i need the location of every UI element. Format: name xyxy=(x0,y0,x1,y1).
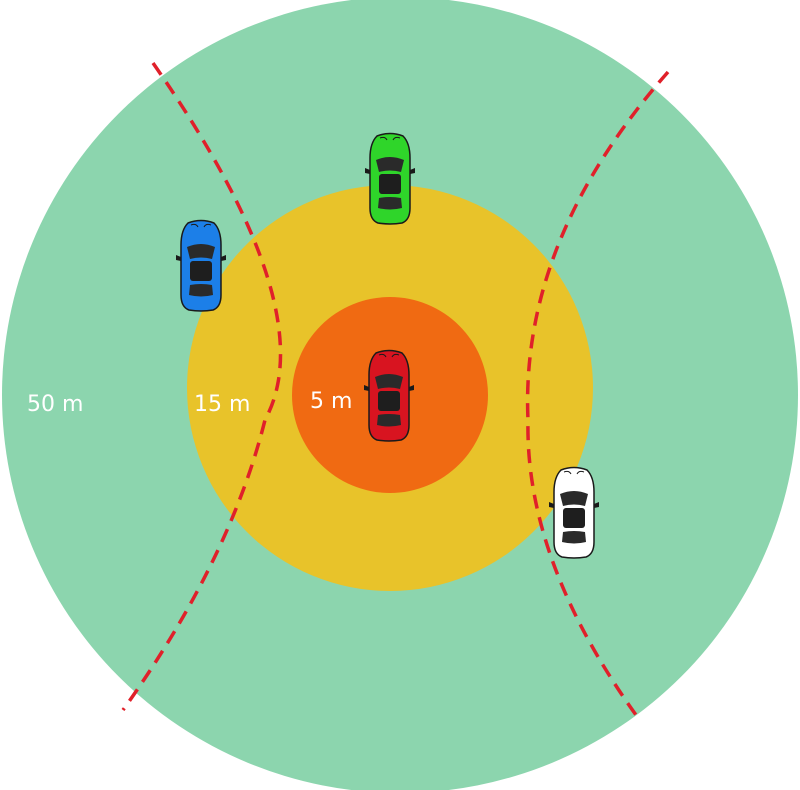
boundary-right xyxy=(525,70,670,717)
label-15m: 15 m xyxy=(194,392,250,417)
label-5m: 5 m xyxy=(310,389,352,414)
car-green-icon xyxy=(365,132,415,225)
car-ego-icon xyxy=(364,349,414,442)
car-blue-icon xyxy=(176,219,226,312)
car-white-icon xyxy=(549,466,599,559)
label-50m: 50 m xyxy=(27,392,83,417)
